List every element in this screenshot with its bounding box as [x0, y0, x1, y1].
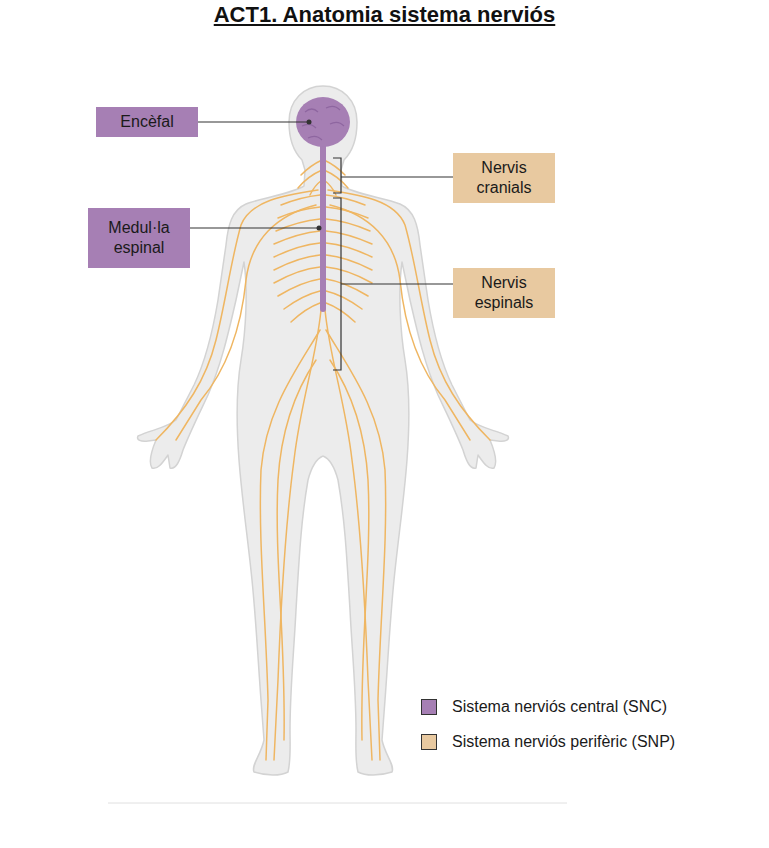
label-text: Nervis espinals: [459, 273, 549, 313]
label-box: Medul·la espinal: [88, 208, 190, 268]
label-box: Encèfal: [96, 107, 198, 137]
label-text: Medul·la espinal: [94, 218, 184, 258]
legend-swatch: [421, 699, 437, 715]
leader-line: [198, 121, 308, 122]
spinal-cord: [320, 140, 326, 312]
legend-entry: Sistema nerviós perifèric (SNP): [421, 732, 675, 752]
leader-line: [190, 227, 318, 228]
bracket: [333, 198, 341, 370]
label-text: Encèfal: [120, 112, 173, 132]
page-title: ACT1. Anatomia sistema nerviós: [0, 2, 769, 28]
body-outline: [138, 86, 323, 775]
brain-folds: [302, 106, 344, 140]
label-box: Nervis espinals: [453, 268, 555, 318]
label-text: Nervis cranials: [459, 158, 549, 198]
leader-line: [341, 283, 453, 284]
leader-line: [341, 176, 453, 177]
legend-text: Sistema nerviós perifèric (SNP): [452, 733, 675, 751]
bracket: [333, 158, 341, 193]
legend-swatch: [421, 734, 437, 750]
leader-dot: [307, 120, 312, 125]
separator-line: [108, 803, 567, 804]
body-half: [138, 86, 323, 775]
nerve-half: [324, 160, 490, 760]
legend-entry: Sistema nerviós central (SNC): [421, 697, 667, 717]
leader-dot: [317, 226, 322, 231]
label-box: Nervis cranials: [453, 153, 555, 203]
legend-text: Sistema nerviós central (SNC): [452, 698, 667, 716]
leader-lines: [190, 122, 453, 370]
